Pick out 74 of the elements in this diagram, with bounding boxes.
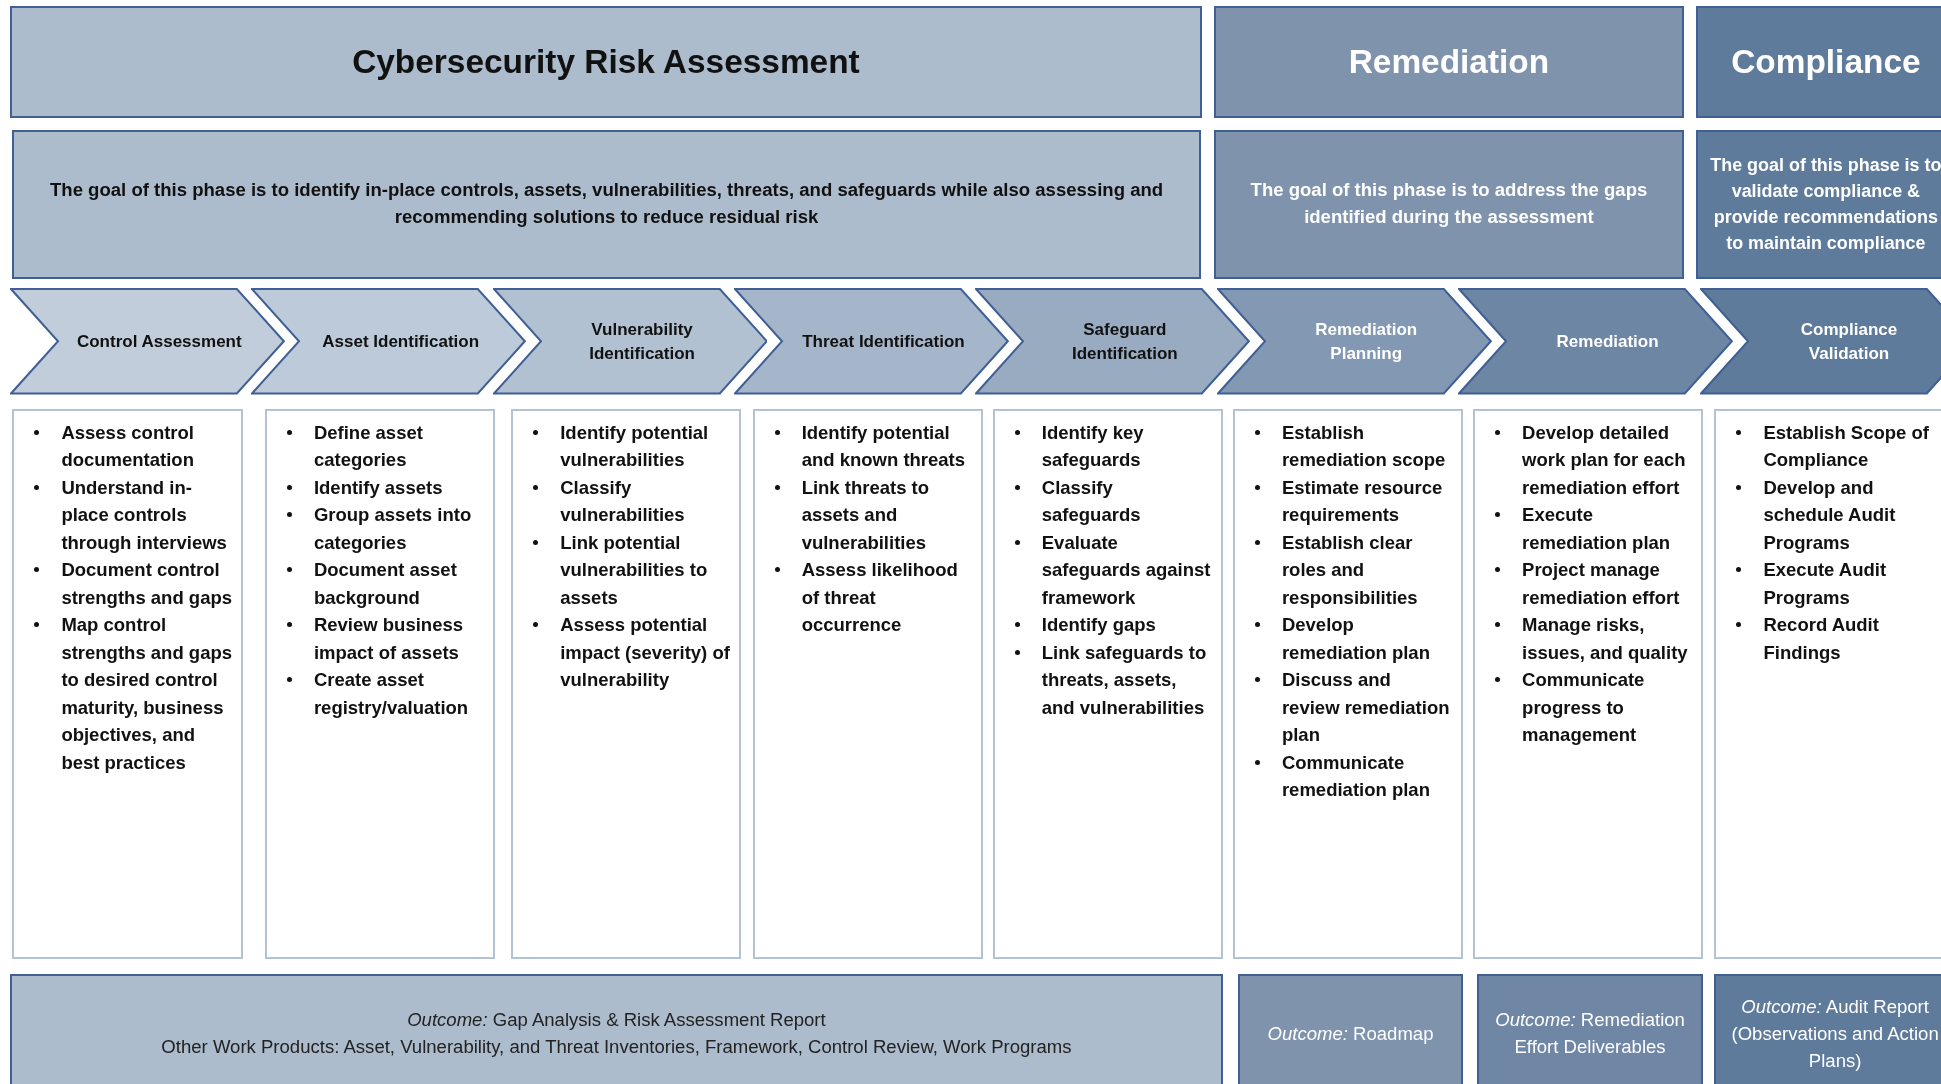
- bullet-text: Link safeguards to threats, assets, and vulnerabilities: [1041, 640, 1208, 720]
- bullet-text: Define asset categories: [313, 420, 424, 472]
- step-label: Compliance Validation: [1799, 318, 1899, 365]
- bullet-text: Review business impact of assets: [313, 613, 464, 665]
- bullet-text: Record Audit Findings: [1763, 613, 1880, 665]
- bullet-text: Develop detailed work plan for each remediation effort: [1522, 420, 1687, 500]
- outcome-text: Outcome: Audit Report (Observations and Action Plans): [1730, 994, 1940, 1073]
- outcome-box: [1237, 974, 1464, 1084]
- step-label: Asset Identification: [322, 330, 480, 353]
- bullet-text: Assess potential impact (severity) of vulnerability: [560, 613, 731, 692]
- activity-list-box: [1232, 408, 1464, 960]
- bullet-text: Assess likelihood of threat occurrence: [801, 558, 959, 637]
- goal-text: The goal of this phase is to address the gaps identified during the assessment: [1249, 178, 1649, 230]
- outcome-box: [9, 974, 1223, 1084]
- step-label: Control Assessment: [76, 330, 242, 353]
- bullet-text: Manage risks, issues, and quality: [1522, 613, 1689, 665]
- outcome-box: [1714, 974, 1941, 1084]
- outcome-text: Outcome: Roadmap: [1267, 1021, 1434, 1046]
- bullet-text: Group assets into categories: [313, 503, 473, 555]
- activity-list-box: [1473, 408, 1704, 960]
- bullet-text: Establish clear roles and responsibilities: [1281, 530, 1419, 610]
- goal-text: The goal of this phase is to identify in-place controls, assets, vulnerabilities, threats, and safeguards while also assessing and recommending solutions to reduce residual risk: [49, 178, 1165, 230]
- bullet-text: Discuss and review remediation plan: [1281, 668, 1451, 747]
- activity-list-box: [992, 408, 1223, 960]
- bullet-text: Project manage remediation effort: [1522, 558, 1681, 610]
- bullet-text: Map control strengths and gaps to desired control maturity, business objectives, and best practices: [61, 613, 233, 775]
- bullet-text: Document control strengths and gaps: [61, 558, 233, 610]
- bullet-text: Identify potential vulnerabilities: [560, 420, 710, 472]
- bullet-text: Execute remediation plan: [1522, 503, 1672, 555]
- phase-header-bar: [1695, 6, 1941, 118]
- bullet-text: Identify assets: [313, 475, 443, 500]
- bullet-text: Estimate resource requirements: [1281, 475, 1444, 527]
- bullet-text: Understand in-place controls through interviews: [61, 475, 228, 555]
- bullet-text: Identify key safeguards: [1041, 420, 1145, 472]
- bullet-text: Link threats to assets and vulnerabilities: [801, 475, 931, 555]
- step-label: Threat Identification: [802, 330, 965, 353]
- bullet-text: Evaluate safeguards against framework: [1041, 530, 1212, 610]
- phase-header-bar: [1214, 6, 1684, 118]
- phase-title: Compliance: [1731, 41, 1921, 82]
- activity-list-box: [511, 408, 742, 960]
- bullet-text: Link potential vulnerabilities to assets: [560, 530, 709, 610]
- outcome-box: [1476, 974, 1704, 1084]
- bullet-text: Communicate remediation plan: [1281, 750, 1431, 802]
- outcome-text: Outcome: Gap Analysis & Risk Assessment Report: [407, 1008, 826, 1033]
- step-label: Vulnerability Identification: [588, 318, 696, 365]
- bullet-text: Document asset background: [313, 558, 458, 610]
- bullet-text: Develop and schedule Audit Programs: [1763, 475, 1897, 555]
- bullet-text: Establish remediation scope: [1281, 420, 1447, 472]
- phase-title: Cybersecurity Risk Assessment: [352, 41, 860, 82]
- bullet-text: Establish Scope of Compliance: [1763, 420, 1930, 472]
- bullet-text: Assess control documentation: [61, 420, 195, 472]
- goal-text: The goal of this phase is to validate compliance & provide recommendations to maintain compliance: [1709, 154, 1941, 256]
- goal-box: [12, 129, 1201, 279]
- goal-box: [1214, 129, 1684, 279]
- activity-list-box: [1714, 408, 1941, 960]
- step-label: Safeguard Identification: [1070, 318, 1179, 365]
- activity-list-box: [752, 408, 983, 960]
- step-label: Remediation: [1556, 330, 1659, 353]
- step-label: Remediation Planning: [1314, 318, 1419, 365]
- activity-list-box: [12, 408, 243, 960]
- bullet-text: Create asset registry/valuation: [313, 668, 470, 720]
- outcome-text: Other Work Products: Asset, Vulnerability, and Threat Inventories, Framework, Control Review, Work Programs: [161, 1035, 1072, 1060]
- bullet-text: Develop remediation plan: [1281, 613, 1431, 665]
- phase-header-bar: [9, 6, 1202, 118]
- bullet-text: Classify vulnerabilities: [560, 475, 686, 527]
- bullet-text: Communicate progress to management: [1522, 668, 1646, 747]
- bullet-text: Identify gaps: [1041, 613, 1156, 637]
- phase-title: Remediation: [1348, 41, 1550, 82]
- outcome-text: Outcome: Remediation Effort Deliverables: [1494, 1008, 1686, 1060]
- activity-list-box: [264, 408, 496, 960]
- bullet-text: Execute Audit Programs: [1763, 558, 1888, 610]
- bullet-text: Classify safeguards: [1041, 475, 1142, 527]
- goal-box: [1695, 129, 1941, 279]
- bullet-text: Identify potential and known threats: [801, 420, 967, 472]
